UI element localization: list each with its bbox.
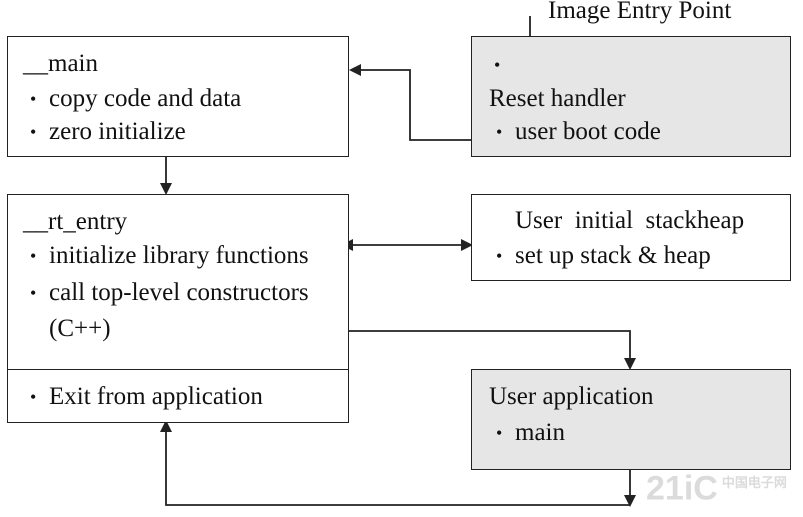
reset-empty-bullet: • xyxy=(494,55,501,75)
reset-bullet: • xyxy=(496,122,503,142)
main-item-copy: copy code and data xyxy=(49,85,242,112)
stackheap-item: set up stack & heap xyxy=(515,242,711,269)
app-title: User application xyxy=(489,383,654,410)
rt-entry-title: __rt_entry xyxy=(23,208,128,235)
rt-entry-item-cpp: (C++) xyxy=(49,315,111,342)
rt-entry-bullet: • xyxy=(30,246,37,266)
rt-entry-exit-item: Exit from application xyxy=(49,383,263,410)
stackheap-bullet: • xyxy=(496,246,503,266)
main-bullet: • xyxy=(30,122,37,142)
stackheap-box xyxy=(471,194,791,281)
rt-entry-item-init: initialize library functions xyxy=(49,242,309,269)
reset-to-main-arrow xyxy=(349,64,471,141)
watermark-logo-text: 21iC xyxy=(646,469,718,508)
reset-handler-box xyxy=(471,36,791,157)
rt-entry-bullet: • xyxy=(30,387,37,407)
rt-entry-item-ctors: call top-level constructors xyxy=(49,279,309,306)
stackheap-title: User initial stackheap xyxy=(515,207,745,234)
reset-title: Reset handler xyxy=(489,85,626,112)
app-return-to-exit-arrow xyxy=(160,420,630,506)
user-application-box xyxy=(471,369,791,470)
entry-point-label: Image Entry Point xyxy=(548,0,732,24)
rt-entry-box xyxy=(7,194,349,423)
app-bullet: • xyxy=(496,423,503,443)
app-item-main: main xyxy=(515,419,565,446)
main-title: __main xyxy=(23,50,98,77)
rt-entry-to-app-arrow xyxy=(349,330,636,370)
watermark-small-text: 中国电子网 xyxy=(721,475,787,490)
rt-entry-divider xyxy=(7,369,349,370)
main-item-zero: zero initialize xyxy=(49,118,186,145)
main-bullet: • xyxy=(30,89,37,109)
main-box xyxy=(7,36,349,157)
rt-entry-bullet: • xyxy=(30,283,37,303)
reset-item-boot: user boot code xyxy=(515,118,661,145)
